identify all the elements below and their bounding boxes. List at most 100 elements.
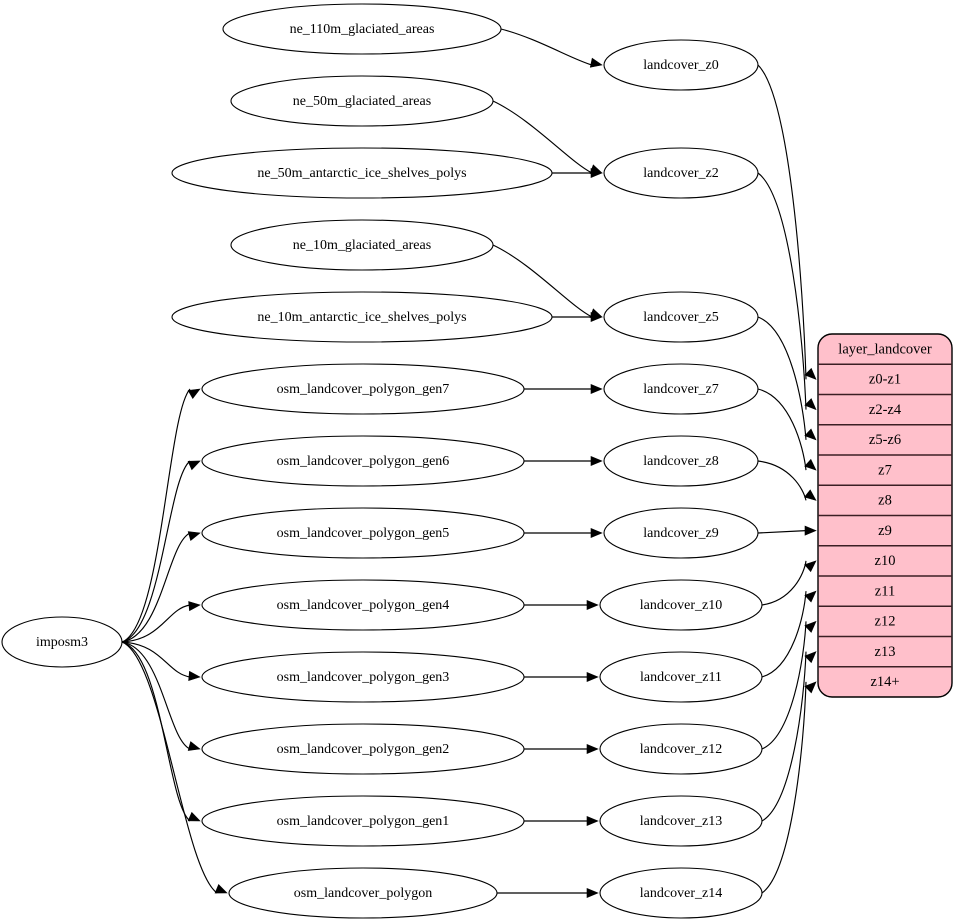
node-landcover_z11[interactable]: landcover_z11 (599, 651, 763, 703)
node-ellipse-osm_landcover_polygon_gen6 (201, 435, 525, 487)
node-ellipse-landcover_z2 (603, 147, 759, 199)
table-row-z8[interactable] (818, 485, 952, 515)
node-ellipse-landcover_z5 (603, 291, 759, 343)
node-ellipse-osm_landcover_polygon_gen3 (201, 651, 525, 703)
node-landcover_z13[interactable]: landcover_z13 (599, 795, 763, 847)
table-row-z7[interactable] (818, 455, 952, 485)
node-ellipse-landcover_z8 (603, 435, 759, 487)
table-row-z5-z6[interactable] (818, 425, 952, 455)
node-ellipse-imposm3 (1, 616, 123, 668)
edge-landcover_z12-to-z12 (761, 621, 807, 750)
table-row-z13[interactable] (818, 637, 952, 667)
node-landcover_z9[interactable]: landcover_z9 (603, 507, 759, 559)
node-landcover_z14[interactable]: landcover_z14 (599, 867, 763, 919)
arrow-head (590, 455, 603, 467)
arrow-head (187, 531, 201, 541)
node-ellipse-osm_landcover_polygon_gen5 (201, 507, 525, 559)
edge-landcover_z13-to-z13 (761, 651, 807, 822)
node-landcover_z10[interactable]: landcover_z10 (599, 579, 763, 631)
arrow-head (586, 671, 599, 683)
node-ellipse-ne_10m_antarctic_ice_shelves_polys (171, 291, 553, 343)
node-ne_50m_antarctic_ice_shelves_polys[interactable]: ne_50m_antarctic_ice_shelves_polys (171, 147, 553, 199)
edge-landcover_z7-to-z7 (757, 388, 807, 471)
node-landcover_z7[interactable]: landcover_z7 (603, 363, 759, 415)
node-ellipse-landcover_z11 (599, 651, 763, 703)
edge-landcover_z2-to-z2-z4 (757, 172, 807, 410)
table-row-z12[interactable] (818, 606, 952, 636)
node-landcover_z8[interactable]: landcover_z8 (603, 435, 759, 487)
arrow-head (187, 460, 201, 471)
node-ellipse-osm_landcover_polygon_gen4 (201, 579, 525, 631)
node-osm_landcover_polygon_gen2[interactable]: osm_landcover_polygon_gen2 (201, 723, 525, 775)
table-row-z14+[interactable] (818, 667, 952, 697)
edge-landcover_z0-to-z0-z1 (757, 64, 807, 380)
node-ellipse-osm_landcover_polygon (228, 867, 498, 919)
arrow-head (590, 383, 603, 395)
arrow-head (804, 620, 817, 633)
edge-imposm3-to-osm_landcover_polygon_gen6 (121, 460, 191, 643)
node-ellipse-osm_landcover_polygon_gen2 (201, 723, 525, 775)
edge-ne_10m_glaciated_areas-to-landcover_z5 (492, 244, 593, 318)
arrow-head (586, 743, 599, 755)
edges-layer (121, 28, 817, 899)
node-osm_landcover_polygon_gen1[interactable]: osm_landcover_polygon_gen1 (201, 795, 525, 847)
node-ellipse-landcover_z0 (603, 39, 759, 91)
edge-landcover_z11-to-z11 (761, 591, 807, 678)
node-osm_landcover_polygon_gen6[interactable]: osm_landcover_polygon_gen6 (201, 435, 525, 487)
arrow-head (804, 525, 817, 536)
node-osm_landcover_polygon_gen3[interactable]: osm_landcover_polygon_gen3 (201, 651, 525, 703)
arrow-head (590, 311, 603, 323)
node-osm_landcover_polygon_gen7[interactable]: osm_landcover_polygon_gen7 (201, 363, 525, 415)
layer-table-group[interactable]: layer_landcoverz0-z1z2-z4z5-z6z7z8z9z10z… (817, 333, 953, 698)
arrow-head (586, 815, 599, 827)
node-ellipse-osm_landcover_polygon_gen1 (201, 795, 525, 847)
edge-imposm3-to-osm_landcover_polygon_gen5 (121, 532, 191, 643)
arrow-head (589, 57, 603, 68)
node-landcover_z5[interactable]: landcover_z5 (603, 291, 759, 343)
edge-imposm3-to-osm_landcover_polygon_gen2 (121, 641, 191, 750)
node-ellipse-ne_110m_glaciated_areas (222, 3, 502, 55)
layer-landcover-table: layer_landcoverz0-z1z2-z4z5-z6z7z8z9z10z… (817, 333, 953, 698)
arrow-head (804, 367, 817, 380)
table-row-z9[interactable] (818, 516, 952, 546)
node-osm_landcover_polygon[interactable]: osm_landcover_polygon (228, 867, 498, 919)
nodes-layer: ne_110m_glaciated_areas ne_50m_glaciated_… (1, 3, 763, 919)
node-ne_110m_glaciated_areas[interactable]: ne_110m_glaciated_areas (222, 3, 502, 55)
node-ellipse-ne_50m_glaciated_areas (230, 75, 494, 127)
edge-imposm3-to-osm_landcover_polygon_gen3 (121, 641, 191, 678)
edge-imposm3-to-osm_landcover_polygon_gen7 (121, 388, 191, 643)
edge-landcover_z9-to-z9 (757, 530, 807, 534)
arrow-head (188, 601, 201, 612)
node-osm_landcover_polygon_gen4[interactable]: osm_landcover_polygon_gen4 (201, 579, 525, 631)
arrow-head (586, 887, 599, 899)
table-row-z10[interactable] (818, 546, 952, 576)
arrow-head (187, 388, 201, 399)
table-row-z11[interactable] (818, 576, 952, 606)
node-landcover_z12[interactable]: landcover_z12 (599, 723, 763, 775)
edge-landcover_z10-to-z10 (761, 560, 807, 606)
node-landcover_z0[interactable]: landcover_z0 (603, 39, 759, 91)
arrow-head (804, 458, 817, 471)
edge-ne_110m_glaciated_areas-to-landcover_z0 (500, 28, 593, 66)
arrow-head (187, 811, 201, 822)
arrow-head (804, 560, 817, 573)
node-ne_10m_antarctic_ice_shelves_polys[interactable]: ne_10m_antarctic_ice_shelves_polys (171, 291, 553, 343)
arrow-head (214, 884, 228, 894)
node-ne_10m_glaciated_areas[interactable]: ne_10m_glaciated_areas (230, 219, 494, 271)
edge-landcover_z8-to-z8 (757, 460, 807, 501)
node-ne_50m_glaciated_areas[interactable]: ne_50m_glaciated_areas (230, 75, 494, 127)
node-landcover_z2[interactable]: landcover_z2 (603, 147, 759, 199)
node-osm_landcover_polygon_gen5[interactable]: osm_landcover_polygon_gen5 (201, 507, 525, 559)
edge-ne_50m_glaciated_areas-to-landcover_z2 (492, 100, 593, 174)
arrow-head (804, 398, 817, 411)
table-row-z0-z1[interactable] (818, 364, 952, 394)
table-row-z2-z4[interactable] (818, 395, 952, 425)
edge-landcover_z14-to-z14+ (761, 681, 807, 894)
node-imposm3[interactable]: imposm3 (1, 616, 123, 668)
arrow-head (804, 590, 817, 603)
edge-landcover_z5-to-z5-z6 (757, 316, 807, 440)
edge-imposm3-to-osm_landcover_polygon (121, 641, 218, 894)
node-ellipse-landcover_z13 (599, 795, 763, 847)
arrow-head (590, 167, 603, 179)
